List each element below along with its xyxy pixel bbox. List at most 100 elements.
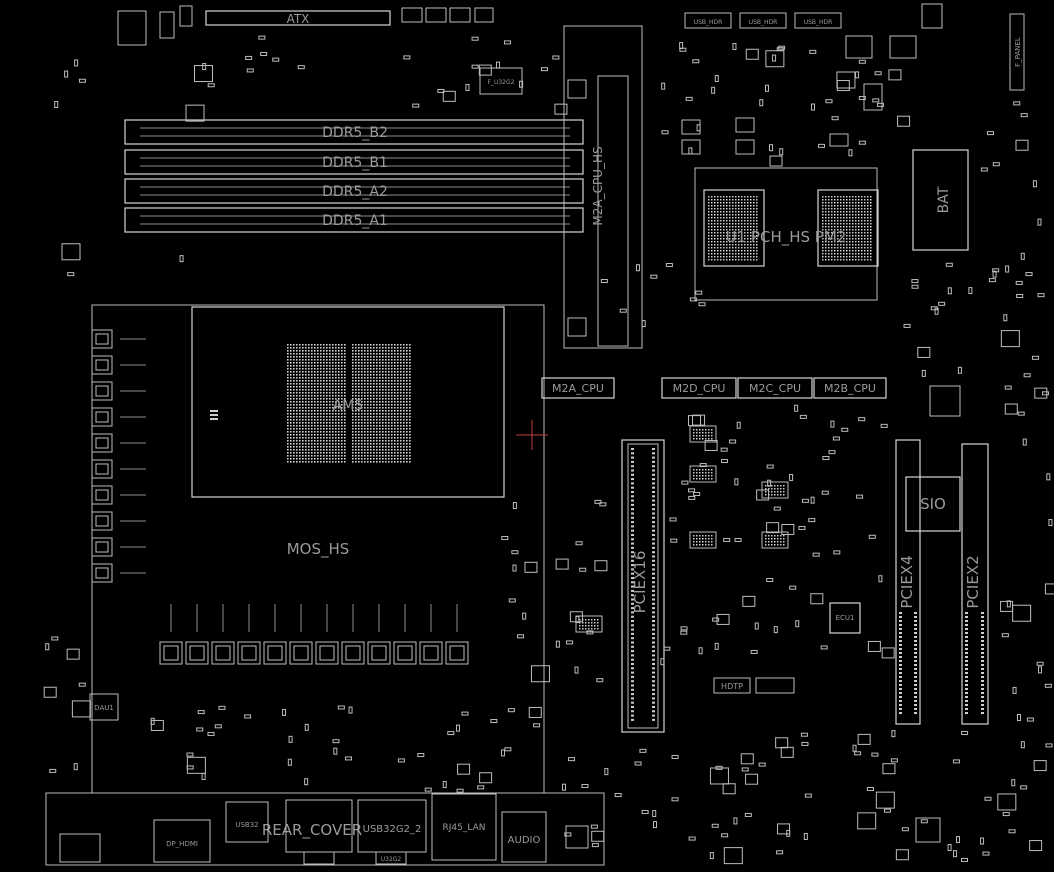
bga-pad xyxy=(729,244,731,246)
bga-pad xyxy=(717,226,719,228)
bga-pad xyxy=(834,223,836,225)
bga-pad xyxy=(729,256,731,258)
cpu-pad xyxy=(379,428,381,430)
bga-pad xyxy=(834,220,836,222)
cpu-pad xyxy=(290,377,292,379)
cpu-pad xyxy=(332,353,334,355)
bga-pad xyxy=(753,235,755,237)
cpu-pad xyxy=(403,437,405,439)
dimm-slot-b1 xyxy=(124,149,584,175)
bga-pad xyxy=(750,220,752,222)
cpu-pad xyxy=(317,380,319,382)
cpu-pad xyxy=(361,389,363,391)
cpu-pad xyxy=(385,386,387,388)
cpu-pad xyxy=(355,404,357,406)
cpu-pad xyxy=(332,362,334,364)
bga-pad xyxy=(864,202,866,204)
cpu-pad xyxy=(335,449,337,451)
smd-component xyxy=(1008,829,1016,834)
cpu-pad xyxy=(344,374,346,376)
small-chip-pad xyxy=(579,628,581,630)
cpu-pad xyxy=(355,407,357,409)
cpu-pad xyxy=(332,431,334,433)
bga-pad xyxy=(822,235,824,237)
cpu-pad xyxy=(296,398,298,400)
vrm-inductor xyxy=(289,641,313,665)
cpu-pad xyxy=(406,365,408,367)
cpu-pad xyxy=(352,407,354,409)
smd-component xyxy=(961,731,969,736)
bga-pad xyxy=(741,220,743,222)
bga-pad xyxy=(861,241,863,243)
cpu-pad xyxy=(409,422,411,424)
cpu-pad xyxy=(320,425,322,427)
cpu-pad xyxy=(406,350,408,352)
cpu-pad xyxy=(329,425,331,427)
cpu-pad xyxy=(329,419,331,421)
cpu-pad xyxy=(302,437,304,439)
cpu-pad xyxy=(338,353,340,355)
bga-pad xyxy=(714,253,716,255)
bga-pad xyxy=(864,235,866,237)
cpu-pad xyxy=(373,392,375,394)
ecu-chip xyxy=(829,602,861,634)
cpu-pad xyxy=(400,371,402,373)
cpu-pad xyxy=(305,434,307,436)
small-chip-pad xyxy=(693,429,695,431)
cpu-pad xyxy=(299,446,301,448)
pcie-pin xyxy=(981,684,984,686)
smd-component xyxy=(344,756,352,761)
bga-pad xyxy=(732,196,734,198)
bga-pad xyxy=(708,256,710,258)
rj45-label: RJ45_LAN xyxy=(443,823,486,833)
cpu-pad xyxy=(338,377,340,379)
bga-pad xyxy=(717,241,719,243)
bga-pad xyxy=(825,253,827,255)
small-chip-pad xyxy=(693,478,695,480)
bga-pad xyxy=(750,226,752,228)
cpu-pad xyxy=(335,401,337,403)
cpu-pad xyxy=(326,416,328,418)
cpu-pad xyxy=(320,377,322,379)
cpu-pad xyxy=(326,446,328,448)
cpu-pad xyxy=(290,455,292,457)
cpu-pad xyxy=(293,392,295,394)
pcie-pin xyxy=(965,620,968,622)
cpu-pad xyxy=(314,389,316,391)
cpu-pad xyxy=(287,389,289,391)
cpu-pad xyxy=(293,380,295,382)
cpu-pad xyxy=(341,440,343,442)
cpu-pad xyxy=(391,449,393,451)
smd-component xyxy=(848,149,853,157)
bga-pad xyxy=(828,244,830,246)
smd-component xyxy=(519,80,524,88)
cpu-pad xyxy=(323,437,325,439)
cpu-pad xyxy=(308,437,310,439)
smd-component xyxy=(447,731,455,736)
bga-pad xyxy=(753,232,755,234)
pcie-pin xyxy=(652,452,655,455)
bga-pad xyxy=(855,229,857,231)
cpu-pad xyxy=(314,386,316,388)
cpu-pad xyxy=(302,356,304,358)
usb-header-1 xyxy=(684,12,732,29)
smd-component xyxy=(403,55,411,60)
smd-component xyxy=(817,143,825,148)
bga-pad xyxy=(747,202,749,204)
bga-pad xyxy=(741,238,743,240)
cpu-pad xyxy=(314,428,316,430)
cpu-pad xyxy=(317,368,319,370)
cpu-pad xyxy=(296,395,298,397)
bga-pad xyxy=(744,244,746,246)
bga-pad xyxy=(720,235,722,237)
cpu-pad xyxy=(341,395,343,397)
cpu-pad xyxy=(367,389,369,391)
cpu-pad xyxy=(344,368,346,370)
cpu-pad xyxy=(382,410,384,412)
bga-pad xyxy=(828,232,830,234)
cpu-pad xyxy=(388,392,390,394)
bga-pad xyxy=(714,229,716,231)
ic-component xyxy=(1034,387,1048,399)
cpu-pad xyxy=(367,431,369,433)
cpu-pad xyxy=(299,392,301,394)
